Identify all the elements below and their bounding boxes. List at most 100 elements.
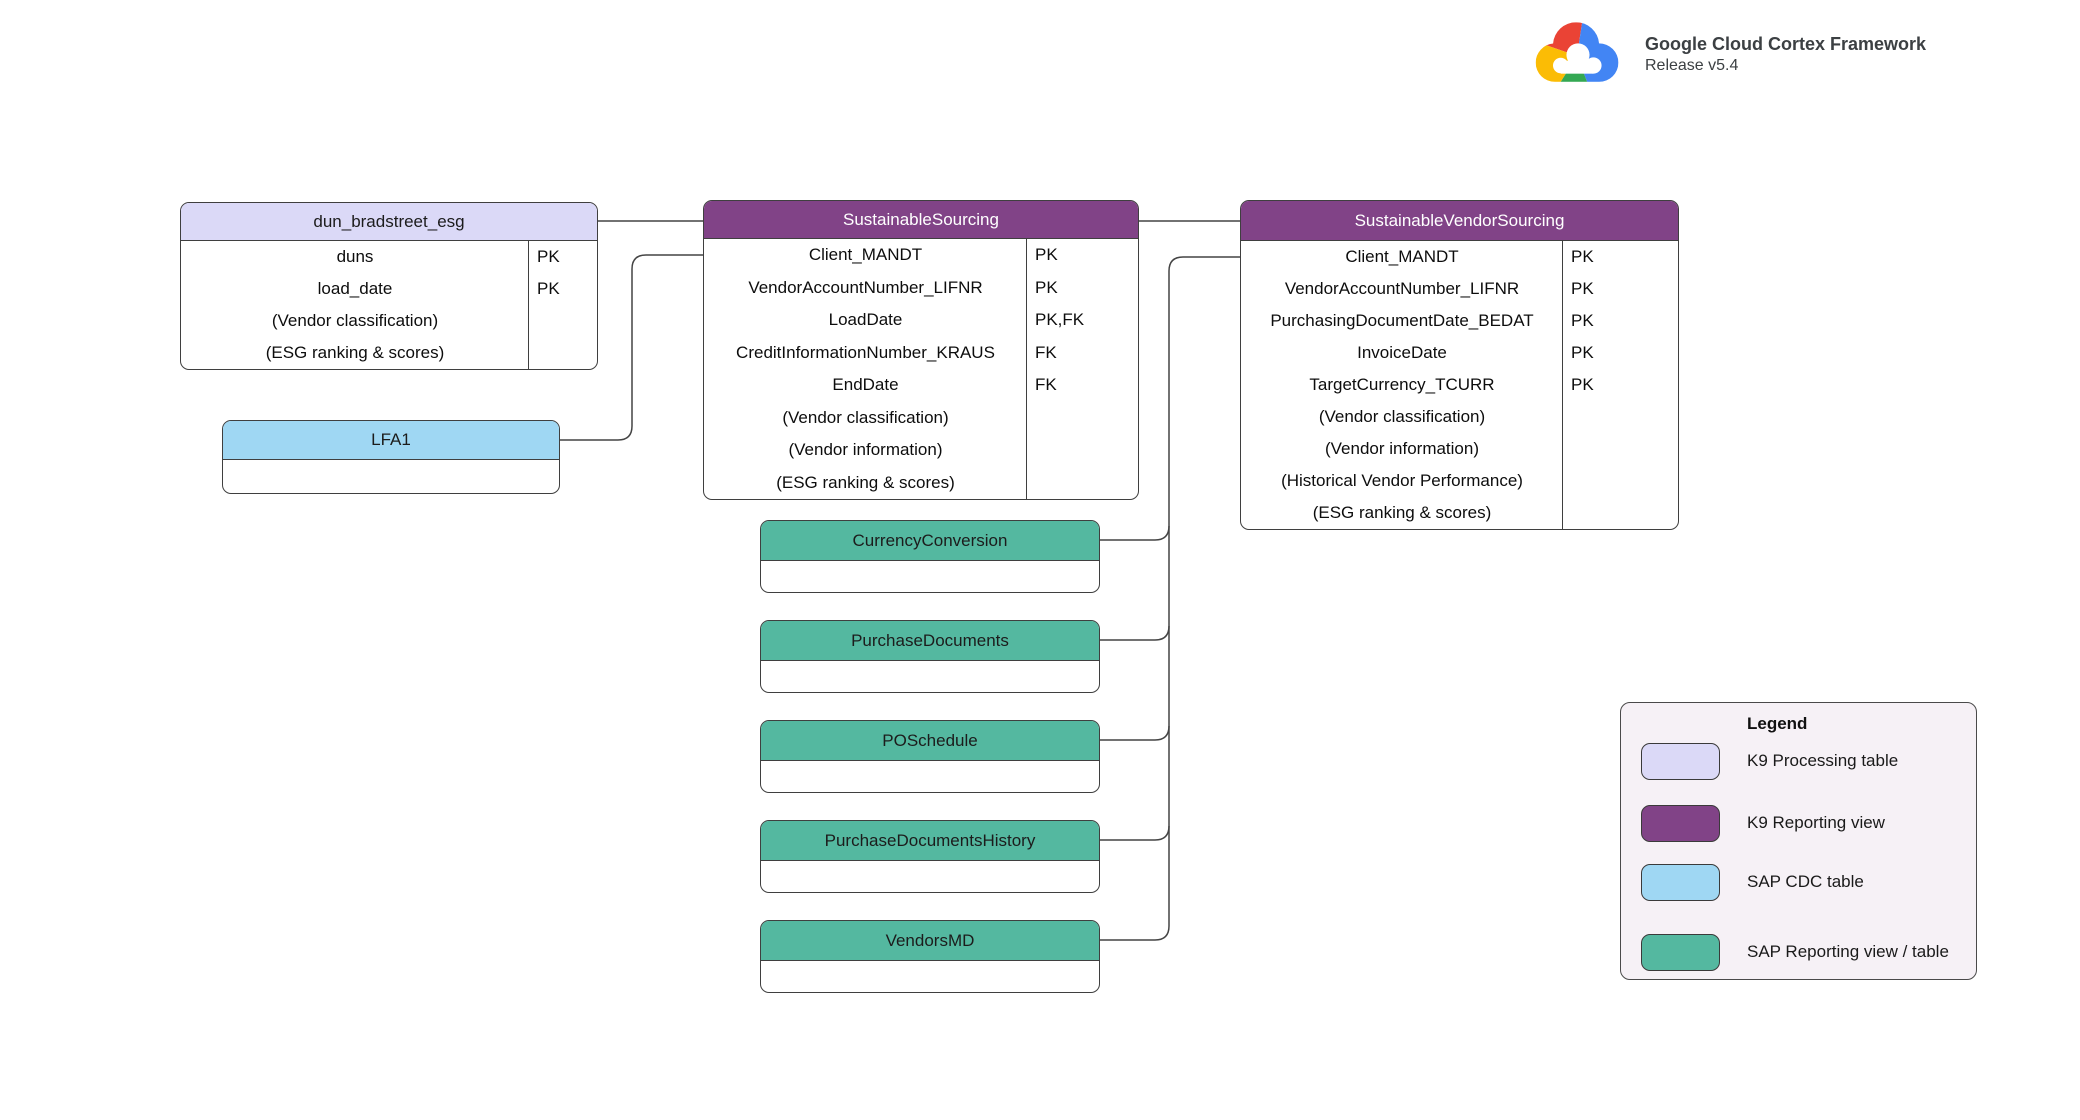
key-label: PK [1035,277,1058,297]
table-title: POSchedule [882,730,978,750]
legend-swatch-k9-reporting [1641,805,1720,842]
brand-text-block: Google Cloud Cortex Framework Release v5… [1645,33,1926,76]
connector-purchasedocumentshistory [1100,825,1170,841]
table-row: EndDate FK [704,369,1138,402]
table-header: dun_bradstreet_esg [181,203,597,241]
table-header: PurchaseDocuments [761,621,1099,661]
table-title: SustainableVendorSourcing [1354,210,1565,230]
table-row: (Vendor information) [1241,433,1678,465]
table-title: VendorsMD [885,930,975,950]
connector-trunk-vendorsmd [1100,256,1240,941]
brand-title: Google Cloud Cortex Framework [1645,34,1927,54]
table-title: PurchaseDocuments [851,630,1009,650]
field-name: (ESG ranking & scores) [776,472,955,492]
field-name: VendorAccountNumber_LIFNR [1284,279,1520,298]
legend-label: K9 Reporting view [1747,813,1885,832]
table-header: SustainableVendorSourcing [1241,201,1678,241]
table-sustainable-vendor-sourcing: SustainableVendorSourcing Client_MANDT PK… [1240,200,1679,530]
table-header: LFA1 [223,421,559,460]
table-row: duns PK [181,241,597,273]
legend-label: K9 Processing table [1747,751,1899,770]
table-title: dun_bradstreet_esg [313,211,465,231]
table-body [761,761,1099,792]
table-body [761,961,1099,992]
table-row: (Historical Vendor Performance) [1241,465,1678,497]
legend-swatch-sap-cdc [1641,864,1720,901]
table-body [761,861,1099,892]
table-lfa1: LFA1 [222,420,560,494]
table-title: LFA1 [371,430,411,449]
field-name: CreditInformationNumber_KRAUS [736,342,995,362]
table-body: Client_MANDT PK VendorAccountNumber_LIFNR P… [704,239,1138,499]
field-name: Client_MANDT [1345,247,1459,266]
table-po-schedule: POSchedule [760,720,1100,793]
table-row: (ESG ranking & scores) [704,467,1138,500]
table-row: (ESG ranking & scores) [1241,497,1678,529]
key-label: PK,FK [1035,310,1085,330]
table-title: CurrencyConversion [852,530,1008,550]
key-label: PK [537,279,560,298]
key-label: PK [1571,247,1594,266]
legend-panel: Legend K9 Processing table K9 Reporting … [1620,702,1977,980]
brand-release-version: Release v5.4 [1645,57,1739,74]
connector-purchasedocuments [1100,625,1170,641]
table-body [761,661,1099,692]
table-vendors-md: VendorsMD [760,920,1100,993]
field-name: duns [336,247,374,266]
field-name: (Vendor information) [1324,439,1480,458]
table-header: CurrencyConversion [761,521,1099,561]
key-label: PK [537,247,560,266]
field-name: Client_MANDT [808,245,923,265]
table-header: PurchaseDocumentsHistory [761,821,1099,861]
table-title: PurchaseDocumentsHistory [824,830,1036,850]
legend-label: SAP CDC table [1747,872,1864,891]
table-body [223,460,559,493]
table-row: PurchasingDocumentDate_BEDAT PK [1241,305,1678,337]
table-row: Client_MANDT PK [704,239,1138,272]
table-row: (Vendor classification) [704,402,1138,435]
connector-lfa1-to-sustainablesourcing [560,254,703,441]
key-label: PK [1571,375,1594,394]
table-body [761,561,1099,592]
table-row: (Vendor classification) [1241,401,1678,433]
table-row: (ESG ranking & scores) [181,337,597,369]
table-row: VendorAccountNumber_LIFNR PK [704,272,1138,305]
legend-swatch-k9-processing [1641,743,1720,780]
table-title: SustainableSourcing [843,209,999,229]
key-label: FK [1035,375,1057,395]
table-row: TargetCurrency_TCURR PK [1241,369,1678,401]
table-row: (Vendor information) [704,434,1138,467]
field-name: EndDate [832,375,899,395]
key-label: PK [1571,311,1594,330]
key-label: PK [1571,343,1594,362]
field-name: (ESG ranking & scores) [1312,503,1492,522]
field-name: VendorAccountNumber_LIFNR [748,277,983,297]
field-name: (Vendor information) [788,440,943,460]
table-header: SustainableSourcing [704,201,1138,239]
table-header: VendorsMD [761,921,1099,961]
connector-currencyconversion [1100,525,1170,541]
table-header: POSchedule [761,721,1099,761]
field-name: (Vendor classification) [782,407,949,427]
field-name: (Historical Vendor Performance) [1281,471,1523,490]
field-name: PurchasingDocumentDate_BEDAT [1270,311,1534,330]
connector-poschedule [1100,725,1170,741]
legend-title: Legend [1747,714,1808,733]
legend-label: SAP Reporting view / table [1747,942,1949,961]
table-purchase-documents-history: PurchaseDocumentsHistory [760,820,1100,893]
key-label: PK [1035,245,1058,265]
field-name: TargetCurrency_TCURR [1309,375,1495,394]
legend-swatch-sap-reporting [1641,934,1720,971]
field-name: (Vendor classification) [1318,407,1486,426]
